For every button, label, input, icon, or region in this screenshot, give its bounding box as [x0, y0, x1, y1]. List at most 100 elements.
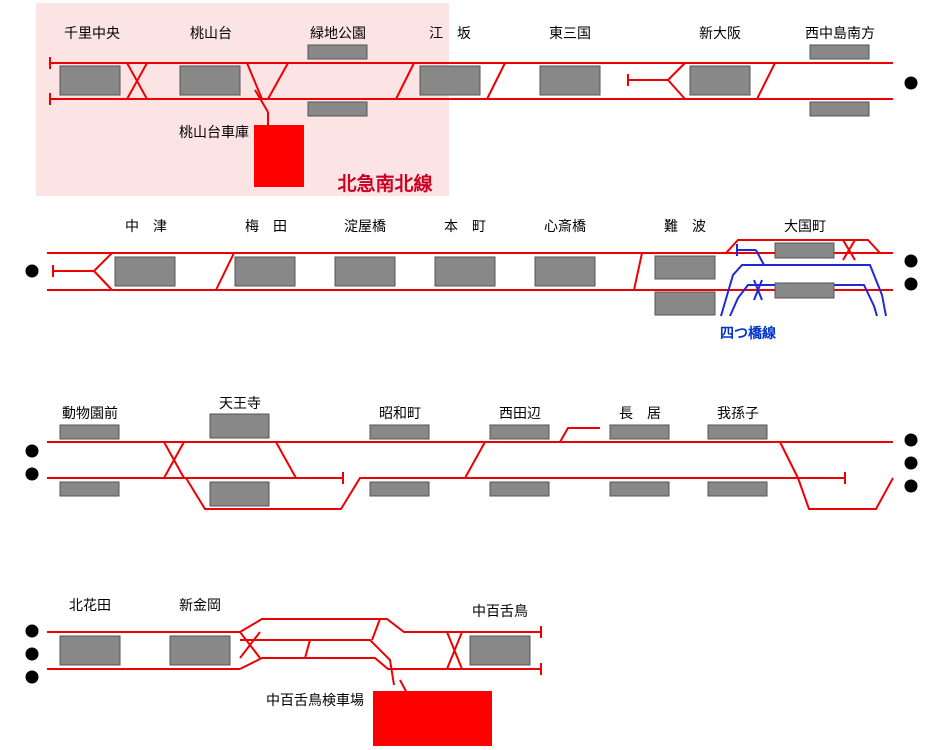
- crossover: [842, 239, 856, 261]
- station-labels-row-1: 千里中央 桃山台 緑地公園 江 坂 東三国 新大阪 西中島南方: [64, 26, 875, 42]
- station-label-tennoji: 天王寺: [219, 396, 261, 412]
- siding-track: [667, 62, 686, 81]
- track-row-3: [47, 427, 894, 510]
- platform: [114, 256, 176, 287]
- crossover: [215, 252, 235, 291]
- platforms-row-2: [114, 242, 835, 316]
- station-label-showacho: 昭和町: [379, 406, 421, 422]
- crossover: [753, 279, 763, 301]
- platform: [209, 413, 270, 439]
- platform: [707, 481, 768, 497]
- station-label-shinkanaoka: 新金岡: [179, 598, 221, 614]
- platform: [307, 44, 368, 60]
- station-label-shin-osaka: 新大阪: [699, 26, 741, 42]
- continuation-dot: [904, 254, 918, 268]
- platform: [609, 481, 670, 497]
- main-track: [239, 657, 541, 670]
- siding-track: [93, 252, 113, 272]
- station-label-higashi-mikuni: 東三国: [549, 26, 591, 42]
- crossover: [304, 639, 311, 659]
- platform: [809, 101, 870, 117]
- station-labels-row-2: 中 津 梅 田 淀屋橋 本 町 心斎橋 難 波 大国町: [125, 218, 826, 235]
- platform: [59, 481, 120, 497]
- crossover: [371, 618, 381, 641]
- platform: [369, 424, 430, 440]
- platform: [809, 44, 870, 60]
- platform: [654, 255, 716, 280]
- continuation-dot: [25, 624, 39, 638]
- platform: [169, 635, 231, 666]
- station-label-ryokuchi-koen: 緑地公園: [310, 26, 366, 42]
- platform: [534, 256, 596, 287]
- station-label-kitahanada: 北花田: [69, 598, 111, 614]
- continuation-dot: [25, 264, 39, 278]
- station-labels-row-4: 北花田 新金岡 中百舌鳥: [69, 598, 528, 620]
- platform: [59, 424, 120, 440]
- platform: [307, 101, 368, 117]
- crossover: [464, 441, 486, 479]
- crossover: [756, 62, 776, 100]
- nakamozu-depot-block: [373, 691, 492, 746]
- main-track: [797, 477, 894, 510]
- station-label-nagai: 長 居: [619, 406, 661, 422]
- platform: [469, 635, 531, 666]
- platform: [434, 256, 496, 287]
- platform: [689, 65, 751, 96]
- continuation-dot: [904, 277, 918, 291]
- continuation-dot: [25, 647, 39, 661]
- platform: [179, 65, 241, 96]
- yotsubashi-track: [720, 264, 887, 317]
- depot-track: [240, 639, 395, 686]
- continuation-dot: [904, 479, 918, 493]
- station-label-dobutsuen-mae: 動物園前: [62, 405, 118, 422]
- station-label-namba: 難 波: [664, 219, 706, 235]
- continuation-dot: [904, 456, 918, 470]
- momoyamadai-depot-block: [254, 125, 304, 187]
- crossover: [126, 62, 148, 100]
- platform: [654, 291, 716, 316]
- platform: [774, 282, 835, 299]
- siding-track: [93, 270, 113, 291]
- station-label-nakamozu: 中百舌鳥: [472, 604, 528, 620]
- continuation-dot: [904, 76, 918, 90]
- station-label-nakatsu: 中 津: [125, 219, 167, 235]
- station-labels-row-3: 動物園前 天王寺 昭和町 西田辺 長 居 我孫子: [62, 396, 759, 422]
- station-label-senri-chuo: 千里中央: [64, 26, 120, 42]
- platform: [234, 256, 296, 287]
- continuation-dot: [25, 467, 39, 481]
- kita-kyu-line-label: 北急南北線: [337, 172, 432, 195]
- depot-spur: [254, 89, 269, 113]
- platform: [59, 65, 121, 96]
- platform: [774, 242, 835, 259]
- yotsubashi-line-label: 四つ橋線: [720, 325, 776, 342]
- track-row-2: [47, 239, 893, 291]
- crossover: [395, 62, 415, 100]
- platform: [419, 65, 481, 96]
- crossover: [246, 62, 263, 100]
- platform: [609, 424, 670, 440]
- momoyamadai-depot-label: 桃山台車庫: [179, 124, 249, 141]
- platform: [707, 424, 768, 440]
- main-track: [185, 477, 845, 510]
- platforms-row-1: [59, 44, 870, 117]
- platform: [59, 635, 121, 666]
- main-track: [239, 618, 541, 633]
- continuation-dot: [904, 433, 918, 447]
- platform: [489, 424, 550, 440]
- platforms-row-4: [59, 635, 531, 666]
- station-label-umeda: 梅 田: [245, 219, 287, 235]
- track-row-4: [47, 618, 542, 696]
- nakamozu-depot-label: 中百舌鳥検車場: [266, 692, 364, 709]
- platform: [489, 481, 550, 497]
- platforms-row-3: [59, 413, 768, 507]
- platform: [209, 481, 270, 507]
- continuation-dot: [25, 670, 39, 684]
- siding-track: [559, 427, 600, 443]
- crossover: [275, 441, 297, 479]
- station-label-daikokucho: 大国町: [784, 219, 826, 235]
- station-label-nishinakajima-minamigata: 西中島南方: [805, 26, 875, 42]
- station-label-nishitanabe: 西田辺: [499, 406, 541, 422]
- platform: [369, 481, 430, 497]
- crossover: [486, 62, 506, 100]
